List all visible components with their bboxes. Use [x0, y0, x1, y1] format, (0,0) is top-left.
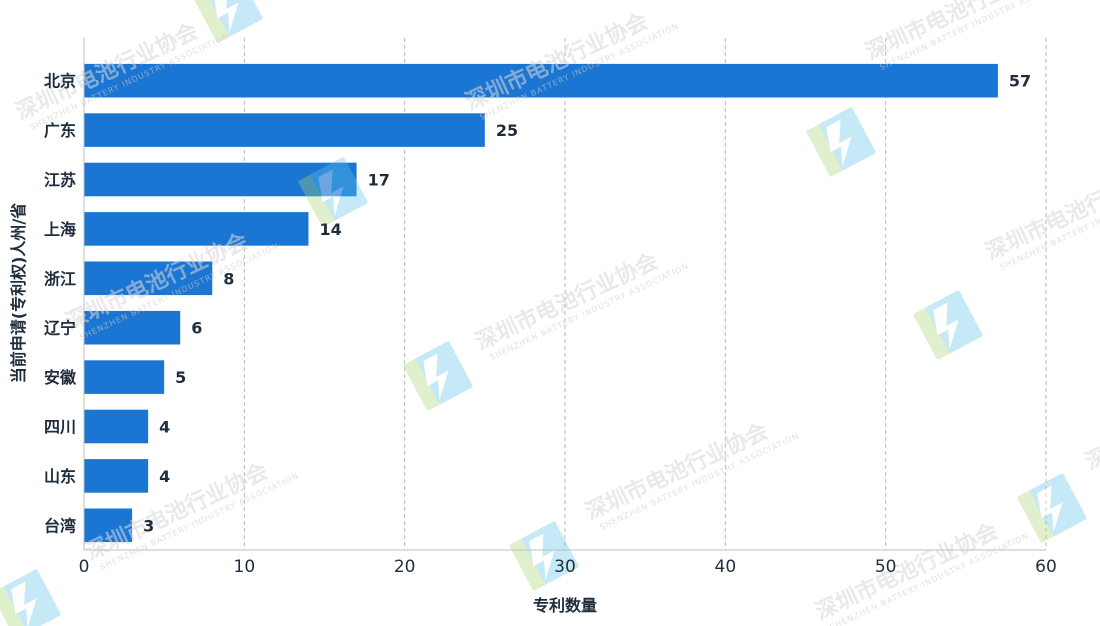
category-label-6: 安徽 [44, 368, 77, 387]
watermark-text: 深圳市电池行业协会 [582, 418, 772, 525]
watermark-logo-icon [1017, 473, 1087, 543]
y-axis-title: 当前申请(专利权)人州/省 [9, 203, 28, 383]
x-tick-label-10: 10 [234, 557, 256, 577]
watermark-logo-icon [806, 107, 876, 177]
value-label-1: 25 [496, 121, 518, 140]
bar-8 [84, 459, 149, 493]
watermark-text: 深圳市电池行业协会 [462, 8, 652, 115]
watermark-logo-icon [403, 341, 473, 411]
watermark-text: 深圳市电池行业协会 [812, 518, 1002, 625]
value-label-3: 14 [319, 220, 341, 239]
x-tick-label-50: 50 [875, 557, 897, 577]
value-label-6: 5 [175, 368, 186, 387]
bar-7 [84, 409, 149, 444]
category-label-2: 江苏 [44, 171, 76, 190]
bar-6 [84, 360, 165, 394]
bar-9 [84, 508, 133, 543]
value-label-7: 4 [159, 418, 170, 437]
bar-5 [84, 310, 181, 345]
x-tick-label-60: 60 [1035, 557, 1057, 577]
bar-4 [84, 261, 213, 296]
data-labels: 57 25 17 14 8 6 5 4 4 3 [143, 72, 1031, 536]
bar-2 [84, 162, 357, 197]
x-tick-label-20: 20 [394, 557, 416, 577]
category-label-8: 山东 [44, 467, 76, 486]
value-label-9: 3 [143, 516, 154, 535]
x-axis-ticks: 0 10 20 30 40 50 60 [79, 557, 1057, 577]
x-tick-label-40: 40 [715, 557, 737, 577]
category-label-1: 广东 [44, 121, 76, 140]
category-label-9: 台湾 [44, 516, 76, 535]
value-label-4: 8 [223, 269, 234, 288]
watermark-logo-icon [0, 569, 61, 626]
bar-1 [84, 113, 485, 147]
category-label-4: 浙江 [44, 269, 76, 288]
bar-0 [84, 63, 998, 98]
category-label-7: 四川 [44, 418, 76, 437]
bar-3 [84, 212, 309, 246]
watermark-logo-icon [298, 157, 368, 227]
watermark-subtext: SHENZHEN BATTERY INDUSTRY ASSOCIATION [828, 531, 1030, 626]
category-label-0: 北京 [44, 72, 76, 91]
watermark-text: 深圳市电池行业协会 [1082, 368, 1100, 475]
category-label-5: 辽宁 [44, 319, 76, 338]
category-label-3: 上海 [44, 220, 76, 239]
value-label-8: 4 [159, 467, 170, 486]
value-label-5: 6 [191, 319, 202, 338]
watermark-logo-icon [913, 290, 983, 360]
x-tick-label-30: 30 [554, 557, 576, 577]
x-tick-label-0: 0 [79, 557, 90, 577]
watermark-text: 深圳市电池行业协会 [472, 248, 662, 355]
watermark-logo-icon [193, 0, 263, 43]
watermark-logo-icon [509, 521, 579, 591]
value-label-0: 57 [1009, 72, 1031, 91]
value-label-2: 17 [368, 171, 390, 190]
x-axis-title: 专利数量 [533, 596, 597, 615]
bars [84, 63, 998, 543]
